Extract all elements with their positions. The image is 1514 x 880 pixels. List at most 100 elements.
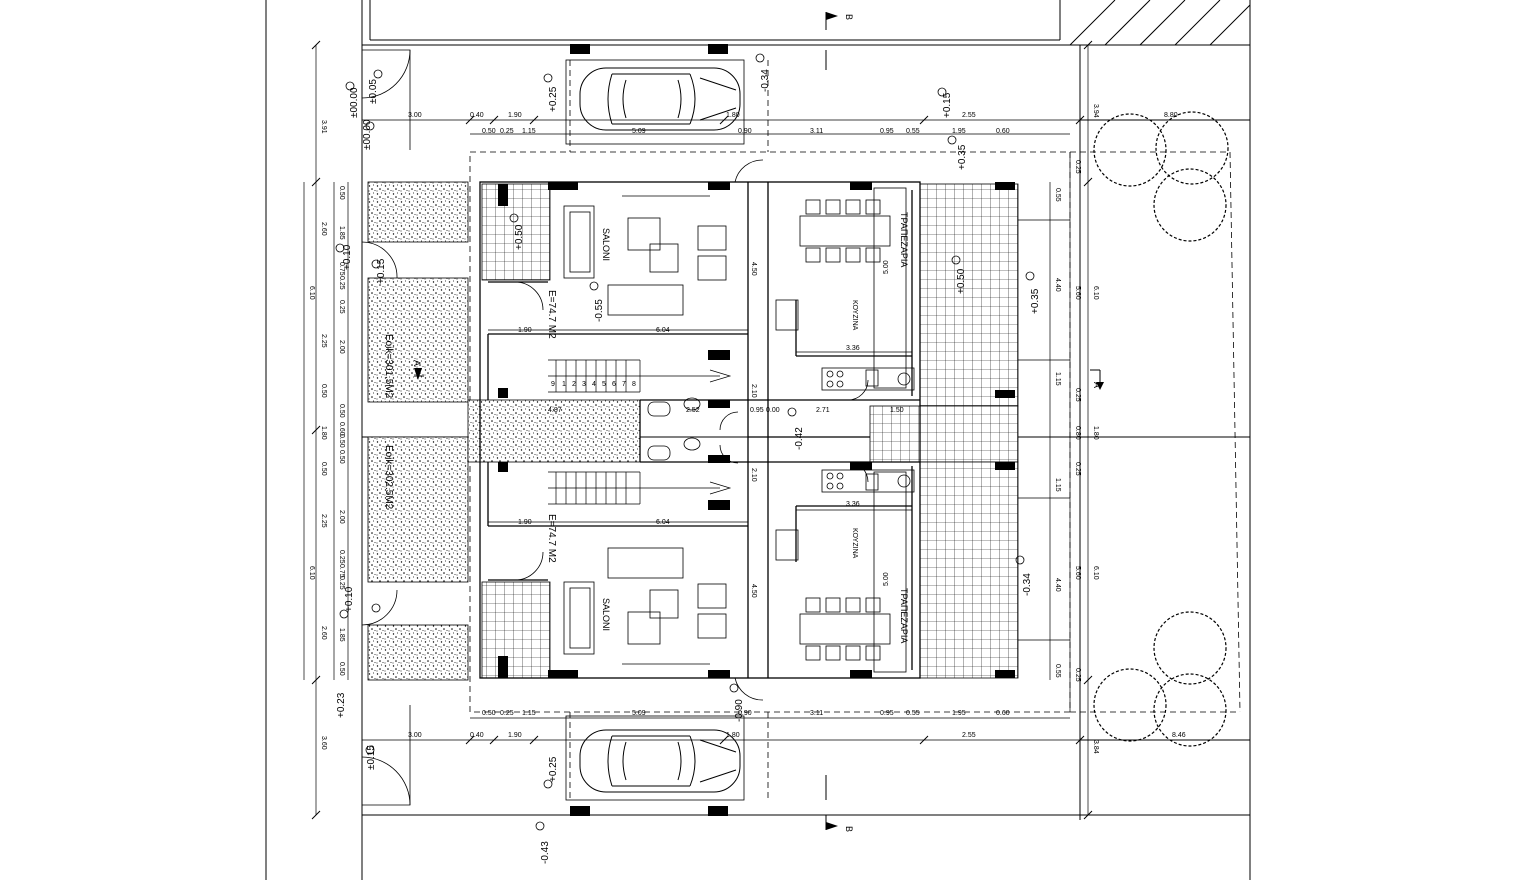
dim-bot-r2-0: 3.00	[408, 732, 422, 739]
doors	[361, 49, 869, 806]
section-marker-b-top: B	[844, 14, 854, 20]
dim-int-w9: 5.00	[883, 260, 890, 274]
dim-right-a-5: 0.55	[1054, 664, 1061, 678]
stair-step-top-6: 6	[612, 381, 616, 388]
level-6: +0.15	[942, 92, 953, 118]
level-17: +0.23	[336, 692, 347, 718]
dim-int-w6: 4.50	[750, 584, 757, 598]
dim-bot-r2-5: 8.46	[1172, 732, 1186, 739]
trees	[1093, 111, 1229, 747]
level-20: +0.25	[548, 756, 559, 782]
dimension-lines	[303, 45, 1089, 815]
dim-right-a-4: 4.40	[1054, 578, 1061, 592]
area-built-bottom: E=74.7 M2	[546, 514, 557, 563]
dim-left-inner-9: 0.25	[338, 576, 345, 590]
dim-top-r1-3: 1.80	[726, 112, 740, 119]
dim-left-inner-8: 0.25	[338, 550, 345, 564]
dim-int-w5: 6.04	[656, 519, 670, 526]
dim-top-r1-2: 1.90	[508, 112, 522, 119]
dim-left-inner-3: 2.00	[338, 340, 345, 354]
area-labels: E=74.7 M2 E=74.7 M2 Eoik=301.5M2 Eoik=30…	[383, 290, 557, 563]
dim-left-outer-0: 3.91	[320, 120, 327, 134]
dim-right-c-4: 3.84	[1092, 740, 1099, 754]
dim-left-inner-10: 1.85	[338, 628, 345, 642]
dim-bot-r2-4: 2.55	[962, 732, 976, 739]
dim-top-r2-9: 0.60	[996, 128, 1010, 135]
dim-left-mid-10: 0.50	[338, 662, 345, 676]
level-4: +0.25	[548, 86, 559, 112]
level-8: +0.50	[956, 268, 967, 294]
level-18: -0.90	[734, 699, 745, 722]
dim-int-w7: 3.36	[846, 345, 860, 352]
dim-left-inner-4: 0.50	[338, 404, 345, 418]
dim-int-w15: 2.71	[816, 407, 830, 414]
dim-left-inner-7: 2.00	[338, 510, 345, 524]
level-2: ±00.00	[349, 87, 360, 118]
dim-top-r2-5: 3.11	[810, 128, 823, 135]
dim-right-c-3: 6.10	[1092, 566, 1099, 580]
living-furniture	[563, 195, 727, 665]
dim-right-a-2: 1.15	[1054, 372, 1061, 386]
car-bottom	[579, 729, 741, 793]
dim-right-b-2: 0.25	[1074, 388, 1081, 402]
dim-left-mid-8: 0.75	[338, 564, 345, 578]
dim-left-inner-2: 0.25	[338, 300, 345, 314]
dim-bot-r1-3: 5.09	[632, 710, 646, 717]
room-dining-bottom: ΤΡΑΠΕΖΑΡΙΑ	[899, 588, 909, 643]
stair-step-top-5: 5	[602, 381, 606, 388]
dim-top-r2-0: 0.50	[482, 128, 496, 135]
dim-bot-r1-2: 1.15	[522, 710, 536, 717]
dimension-ticks	[311, 40, 1093, 820]
dim-right-b-1: 5.60	[1074, 286, 1081, 300]
dim-right-a-0: 0.55	[1054, 188, 1061, 202]
dim-bot-r2-2: 1.90	[508, 732, 522, 739]
stair-step-top-2: 2	[572, 381, 576, 388]
room-living-bottom: SALONI	[601, 598, 611, 631]
level-symbols	[335, 53, 1035, 831]
bathroom-fixtures	[647, 397, 701, 461]
dim-top-r2-7: 0.55	[906, 128, 920, 135]
dim-bot-r1-9: 0.60	[996, 710, 1010, 717]
stair-step-top-4: 4	[592, 381, 596, 388]
dim-top-r2-3: 5.09	[632, 128, 646, 135]
room-kitchen-top: ΚΟΥΖΙΝΑ	[851, 300, 858, 331]
dim-left-outer-1: 6.10	[308, 286, 315, 300]
dim-bot-r1-1: 0.25	[500, 710, 514, 717]
room-living-top: SALONI	[601, 228, 611, 261]
level-7: +0.35	[957, 144, 968, 170]
dim-right-b-3: 0.80	[1074, 426, 1081, 440]
level-13: +0.35	[1030, 288, 1041, 314]
room-dining-top: ΤΡΑΠΕΖΑΡΙΑ	[899, 212, 909, 267]
dim-left-inner-6: 0.50	[338, 450, 345, 464]
dim-top-r1-4: 2.55	[962, 112, 976, 119]
dim-left-mid-6: 0.50	[320, 462, 327, 476]
dimension-texts: 3.00 0.40 1.90 1.80 2.55 8.80 0.50 0.25 …	[308, 104, 1186, 754]
dim-bot-r1-0: 0.50	[482, 710, 496, 717]
level-21: -0.43	[540, 841, 551, 864]
dim-int-w4: 1.90	[518, 519, 532, 526]
level-5: -0.34	[760, 69, 771, 92]
site-boundaries	[265, 0, 1251, 880]
dim-top-r1-0: 3.00	[408, 112, 422, 119]
section-arrows	[414, 12, 1104, 830]
dining-kitchen-furniture	[775, 187, 915, 673]
dim-int-w18: 2.10	[750, 468, 757, 482]
dim-int-w1: 1.90	[518, 327, 532, 334]
level-12: +0.50	[514, 224, 525, 250]
dim-left-mid-2: 0.75	[338, 262, 345, 276]
level-16: +0.10	[344, 586, 355, 612]
dim-left-inner-5: 0.60	[338, 422, 345, 436]
dim-right-c-2: 1.80	[1092, 426, 1099, 440]
dim-int-w14: 0.00	[766, 407, 780, 414]
dim-right-a-1: 4.40	[1054, 278, 1061, 292]
stair-step-top-1: 1	[562, 381, 566, 388]
level-9: -0.55	[594, 299, 605, 322]
level-19: ±0.15	[366, 745, 377, 770]
dim-right-b-6: 0.25	[1074, 668, 1081, 682]
dim-int-w12: 2.52	[686, 407, 700, 414]
room-labels: SALONI SALONI ΚΟΥΖΙΝΑ ΚΟΥΖΙΝΑ ΤΡΑΠΕΖΑΡΙΑ…	[601, 212, 909, 643]
tiled-areas	[481, 183, 1019, 679]
dim-bot-r1-6: 0.95	[880, 710, 894, 717]
dim-left-inner-0: 1.85	[338, 226, 345, 240]
dim-right-c-1: 6.10	[1092, 286, 1099, 300]
